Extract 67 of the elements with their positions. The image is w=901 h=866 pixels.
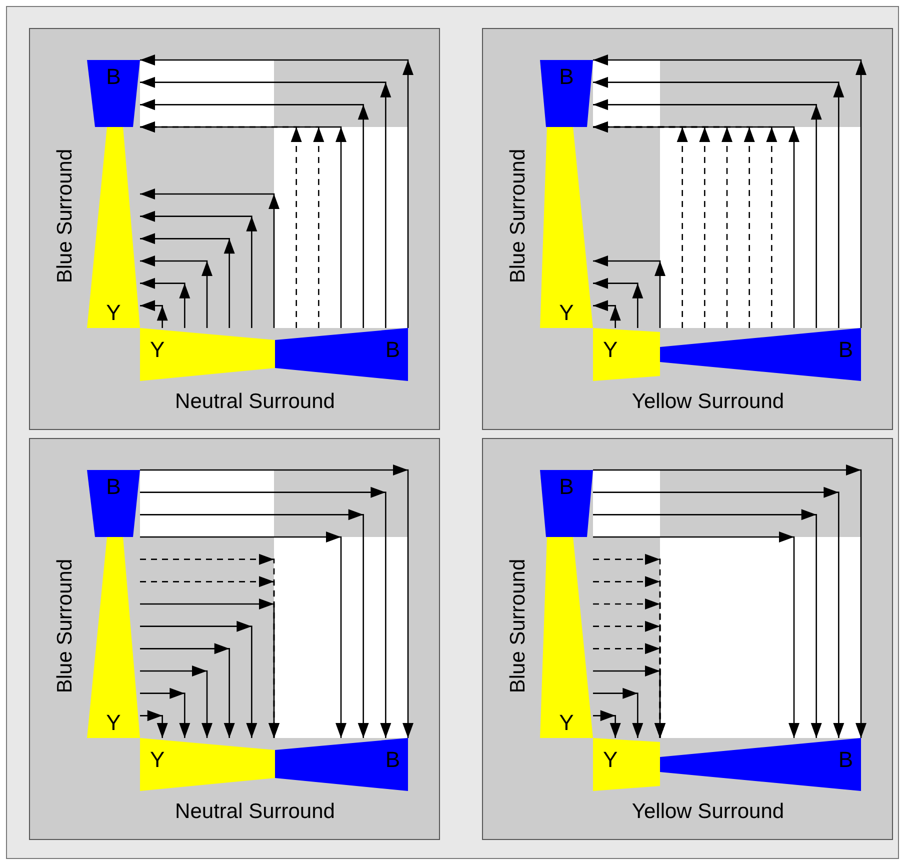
arrow	[593, 99, 822, 328]
segment-letter: B	[558, 476, 575, 498]
arrow	[593, 256, 666, 328]
arrow	[140, 509, 369, 738]
segment-letter: B	[105, 66, 122, 88]
bar-segment	[87, 60, 140, 127]
bar-segment	[660, 328, 861, 381]
arrow	[593, 710, 621, 738]
bar-segment	[275, 738, 408, 791]
bar-segment	[87, 127, 140, 328]
bar-segment	[140, 738, 275, 791]
bar-segment	[87, 470, 140, 537]
bar-segment	[540, 60, 593, 127]
arrow	[140, 99, 369, 328]
bar-segment	[593, 328, 660, 381]
bar-segment	[540, 537, 593, 738]
segment-letter: Y	[603, 339, 618, 361]
segment-letter: B	[838, 339, 853, 361]
axis-label: Blue Surround	[54, 558, 76, 694]
arrow	[593, 666, 666, 738]
segment-letter: Y	[105, 712, 122, 734]
bar-segment	[140, 328, 275, 381]
panel	[482, 28, 893, 430]
axis-label: Blue Surround	[508, 558, 528, 694]
segment-letter: B	[558, 66, 575, 88]
panel	[29, 28, 440, 430]
arrow	[593, 278, 644, 328]
arrow	[140, 188, 280, 328]
arrow	[593, 532, 800, 738]
segment-letter: Y	[558, 302, 575, 324]
arrow	[140, 666, 212, 738]
segment-letter: Y	[150, 339, 165, 361]
arrow	[140, 300, 168, 328]
bar-segment	[593, 738, 660, 791]
segment-letter: B	[838, 749, 853, 771]
panel-caption: Neutral Surround	[175, 391, 335, 412]
bar-segment	[87, 537, 140, 738]
arrow	[140, 710, 168, 738]
segment-letter: B	[385, 749, 400, 771]
arrow	[140, 688, 190, 738]
segment-letter: B	[385, 339, 400, 361]
panel	[29, 438, 440, 840]
bar-segment	[540, 470, 593, 537]
bar-segment	[275, 328, 408, 381]
panel	[482, 438, 893, 840]
arrow	[140, 278, 190, 328]
axis-label: Blue Surround	[508, 148, 528, 284]
arrow	[593, 300, 621, 328]
arrow	[140, 233, 235, 328]
arrow	[140, 256, 212, 328]
bar-segment	[540, 127, 593, 328]
segment-letter: Y	[150, 749, 165, 771]
segment-letter: Y	[105, 302, 122, 324]
arrow	[140, 620, 258, 738]
segment-letter: Y	[603, 749, 618, 771]
arrow	[140, 643, 235, 738]
segment-letter: B	[105, 476, 122, 498]
axis-label: Blue Surround	[54, 148, 76, 284]
panel-caption: Yellow Surround	[632, 801, 784, 822]
arrow	[593, 688, 644, 738]
arrow	[593, 509, 822, 738]
panel-caption: Yellow Surround	[632, 391, 784, 412]
panel-caption: Neutral Surround	[175, 801, 335, 822]
segment-letter: Y	[558, 712, 575, 734]
arrow	[140, 210, 258, 328]
arrow	[140, 532, 346, 738]
bar-segment	[660, 738, 861, 791]
